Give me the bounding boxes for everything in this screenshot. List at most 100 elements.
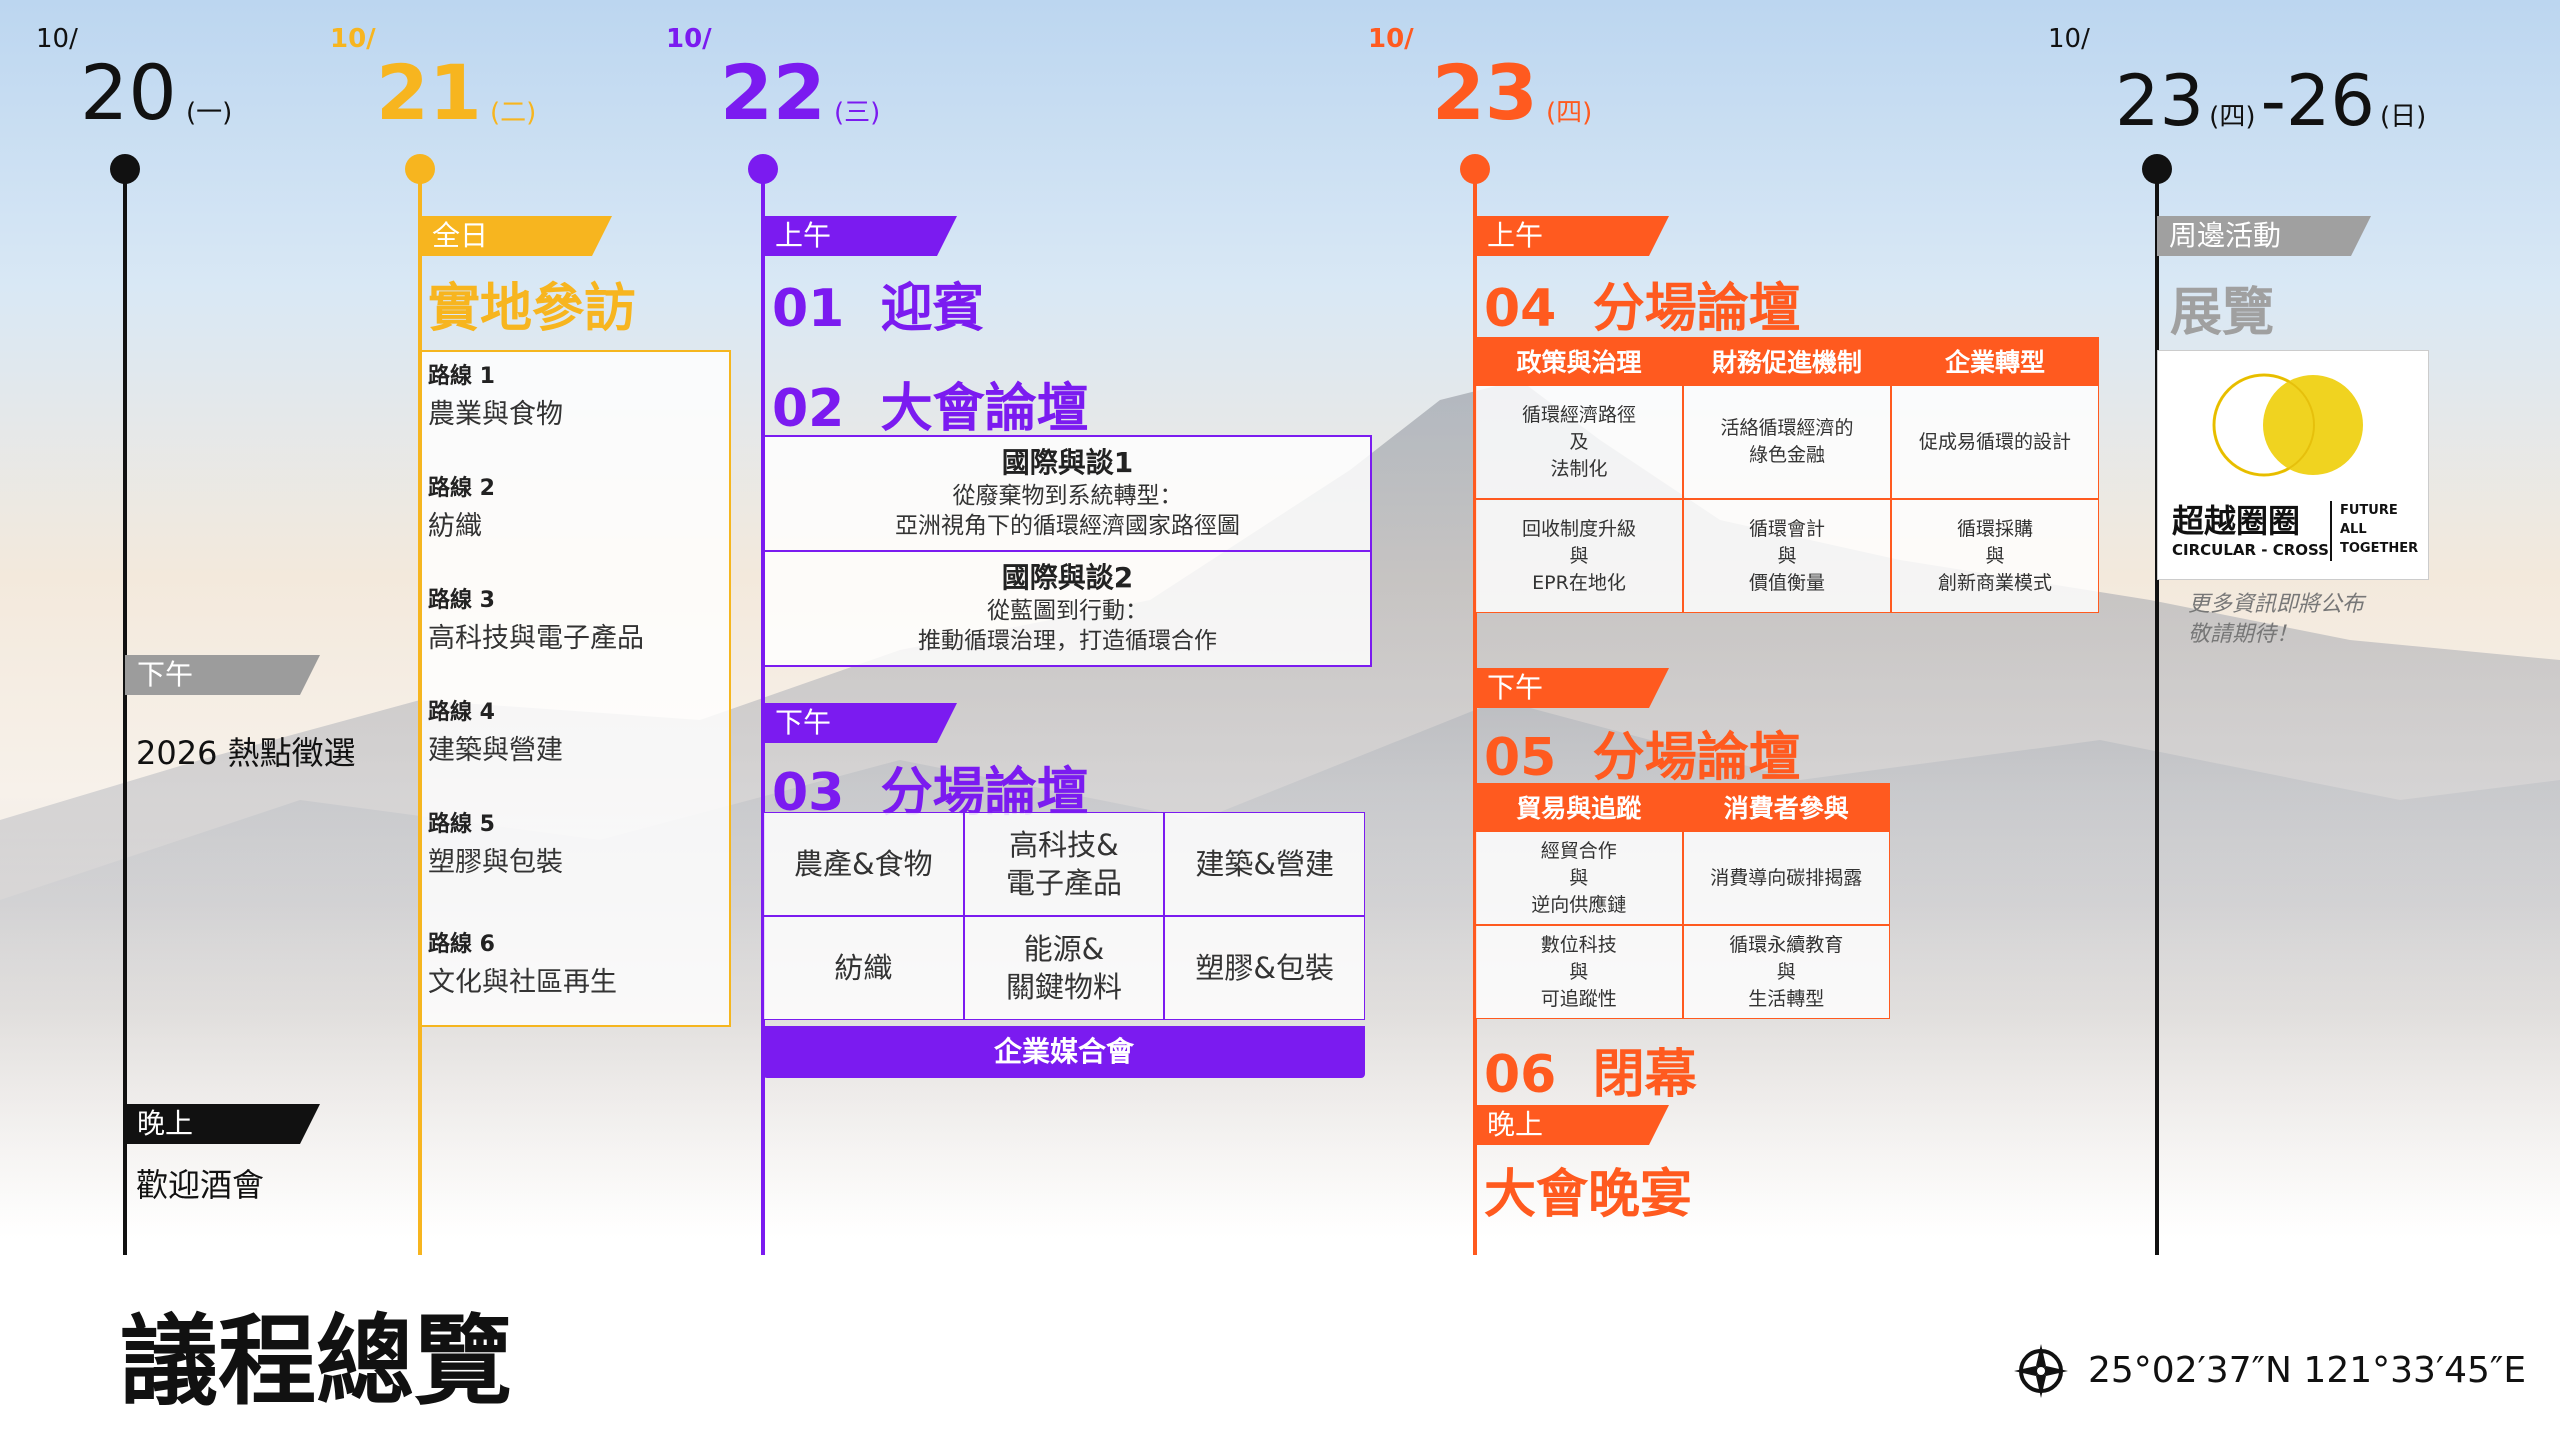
session-04-grid: 政策與治理 財務促進機制 企業轉型 循環經濟路徑 及 法制化 活絡循環經濟的 綠…: [1475, 337, 2099, 613]
session-name: 分場論壇: [1592, 728, 1801, 788]
route-number: 路線 3: [428, 588, 495, 613]
compass-icon: [2014, 1344, 2068, 1398]
session-05-title: 05 分場論壇: [1484, 715, 1801, 790]
session-number: 02: [772, 379, 845, 439]
topic-cell: 高科技& 電子產品: [963, 812, 1165, 916]
route-name: 建築與營建: [428, 735, 563, 766]
welcome-reception-title: 歡迎酒會: [136, 1166, 265, 1204]
topic-cell: 紡織: [763, 916, 964, 1020]
allday-tag: 全日: [420, 216, 612, 256]
circular-cross-logo-card: 超越圈圈 CIRCULAR - CROSS FUTURE ALL TOGETHE…: [2157, 350, 2429, 580]
track-topic: 循環經濟路徑 及 法制化: [1475, 385, 1683, 499]
day-end: -26: [2260, 60, 2375, 142]
month-label-22: 10/: [666, 24, 712, 54]
track-topic: 活絡循環經濟的 綠色金融: [1683, 385, 1891, 499]
session-number: 04: [1484, 279, 1557, 339]
gala-dinner-title: 大會晚宴: [1484, 1165, 1693, 1225]
afternoon-tag-22: 下午: [763, 703, 957, 743]
logo-slogan: FUTURE ALL TOGETHER: [2340, 501, 2418, 558]
site-visit-title: 實地參訪: [428, 279, 637, 339]
route-name: 紡織: [428, 511, 482, 542]
afternoon-tag-20: 下午: [125, 655, 320, 695]
track-topic: 循環採購 與 創新商業模式: [1891, 499, 2099, 613]
day-start: 23: [2115, 60, 2205, 142]
route-name: 文化與社區再生: [428, 967, 617, 998]
track-topic: 數位科技 與 可追蹤性: [1475, 925, 1683, 1019]
route-number: 路線 1: [428, 364, 495, 389]
route-number: 路線 4: [428, 700, 495, 725]
weekday-end: (日): [2380, 102, 2427, 132]
route-number: 路線 2: [428, 476, 495, 501]
coordinates-text: 25°02′37″N 121°33′45″E: [2088, 1350, 2527, 1391]
weekday-22: (三): [834, 98, 881, 128]
weekday-23: (四): [1546, 98, 1593, 128]
timeline-line-20: [123, 170, 127, 1255]
day-number-21: 21: [376, 48, 482, 137]
logo-chinese-name: 超越圈圈: [2172, 502, 2301, 540]
day-number-23: 23: [1432, 48, 1538, 137]
afternoon-tag-23: 下午: [1475, 668, 1669, 708]
evening-tag-20: 晚上: [125, 1104, 320, 1144]
panel-subtitle: 亞洲視角下的循環經濟國家路徑圖: [895, 513, 1240, 539]
slogan-line: ALL: [2340, 522, 2367, 537]
route-number: 路線 5: [428, 812, 495, 837]
parallel-topics-grid: 農產&食物 高科技& 電子產品 建築&營建 紡織 能源& 關鍵物料 塑膠&包裝: [763, 812, 1365, 1020]
hotspot-selection-title: 2026 熱點徵選: [136, 734, 356, 772]
month-label-23: 10/: [1368, 24, 1414, 54]
topic-cell: 農產&食物: [763, 812, 964, 916]
track-topic: 循環永續教育 與 生活轉型: [1682, 925, 1890, 1019]
track-header: 政策與治理: [1475, 337, 1683, 385]
session-name: 迎賓: [880, 279, 985, 339]
track-topic: 回收制度升級 與 EPR在地化: [1475, 499, 1683, 613]
session-05-grid: 貿易與追蹤 消費者參與 經貿合作 與 逆向供應鏈 消費導向碳排揭露 數位科技 與…: [1475, 783, 1890, 1019]
session-number: 05: [1484, 728, 1557, 788]
international-panel-1: 國際與談1 從廢棄物到系統轉型： 亞洲視角下的循環經濟國家路徑圖: [763, 435, 1372, 552]
track-topic: 循環會計 與 價值衡量: [1683, 499, 1891, 613]
slogan-line: FUTURE: [2340, 503, 2398, 518]
route-name: 農業與食物: [428, 399, 563, 430]
panel-subtitle: 從藍圖到行動：: [987, 598, 1148, 624]
page-title: 議程總覽: [120, 1305, 513, 1419]
month-label-20: 10/: [36, 24, 78, 54]
route-name: 高科技與電子產品: [428, 623, 644, 654]
route-number: 路線 6: [428, 932, 495, 957]
panel-subtitle: 推動循環治理，打造循環合作: [918, 628, 1217, 654]
month-label-23-26: 10/: [2048, 24, 2090, 54]
international-panel-2: 國際與談2 從藍圖到行動： 推動循環治理，打造循環合作: [763, 550, 1372, 667]
morning-tag-22: 上午: [763, 216, 957, 256]
route-name: 塑膠與包裝: [428, 847, 563, 878]
track-topic: 消費導向碳排揭露: [1682, 831, 1890, 925]
topic-cell: 能源& 關鍵物料: [963, 916, 1165, 1020]
session-06-title: 06 閉幕: [1484, 1032, 1697, 1107]
weekday-21: (二): [490, 98, 537, 128]
session-name: 閉幕: [1592, 1045, 1697, 1105]
track-header: 財務促進機制: [1683, 337, 1891, 385]
business-matchmaking-bar: 企業媒合會: [763, 1026, 1365, 1078]
logo-divider: [2330, 501, 2332, 561]
slogan-line: TOGETHER: [2340, 541, 2419, 556]
day-number-20: 20: [80, 48, 177, 137]
session-name: 大會論壇: [880, 379, 1089, 439]
evening-tag-23: 晚上: [1475, 1105, 1669, 1145]
session-number: 01: [772, 279, 845, 339]
month-label-21: 10/: [330, 24, 376, 54]
weekday-20: (一): [186, 98, 233, 128]
track-topic: 經貿合作 與 逆向供應鏈: [1475, 831, 1683, 925]
logo-english-name: CIRCULAR - CROSS: [2172, 541, 2329, 559]
track-topic: 促成易循環的設計: [1891, 385, 2099, 499]
circles-logo-icon: [2212, 373, 2363, 477]
topic-cell: 建築&營建: [1164, 812, 1365, 916]
topic-cell: 塑膠&包裝: [1164, 916, 1365, 1020]
track-header: 消費者參與: [1682, 783, 1890, 831]
session-04-title: 04 分場論壇: [1484, 266, 1801, 341]
timeline-line-23-26: [2155, 170, 2159, 1255]
coming-soon-note: 更多資訊即將公布: [2188, 592, 2365, 617]
panel-subtitle: 從廢棄物到系統轉型：: [952, 483, 1183, 509]
session-01-title: 01 迎賓: [772, 266, 985, 341]
exhibition-title: 展覽: [2170, 283, 2275, 343]
side-events-tag: 周邊活動: [2157, 216, 2371, 256]
session-number: 06: [1484, 1045, 1557, 1105]
track-header: 貿易與追蹤: [1475, 783, 1683, 831]
session-02-title: 02 大會論壇: [772, 366, 1089, 441]
stay-tuned-note: 敬請期待！: [2188, 622, 2299, 647]
